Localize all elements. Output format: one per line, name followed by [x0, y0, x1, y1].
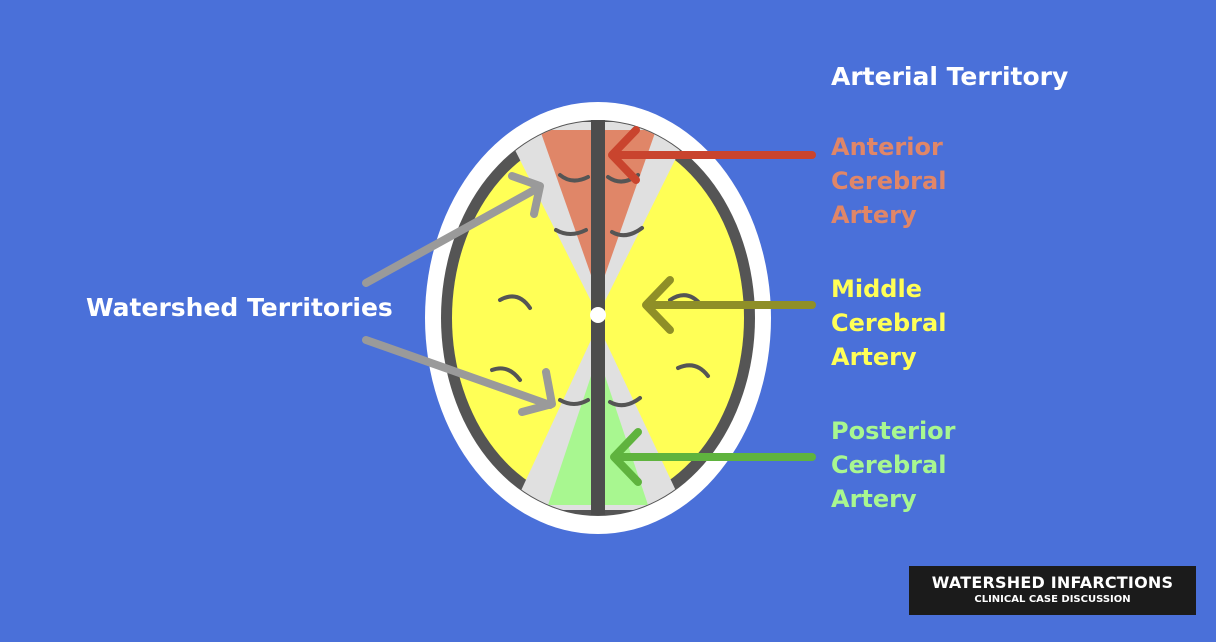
mca-label-line: Artery — [831, 343, 917, 371]
middle-cerebral-artery-label: Middle Cerebral Artery — [831, 272, 946, 374]
pca-arrow — [610, 428, 816, 486]
title-badge: WATERSHED INFARCTIONS CLINICAL CASE DISC… — [909, 566, 1196, 615]
watershed-arrow-lower — [362, 336, 556, 416]
aca-label-line: Artery — [831, 201, 917, 229]
mca-label-line: Middle — [831, 275, 922, 303]
pca-label-line: Posterior — [831, 417, 956, 445]
posterior-cerebral-artery-label: Posterior Cerebral Artery — [831, 414, 956, 516]
anterior-cerebral-artery-label: Anterior Cerebral Artery — [831, 130, 946, 232]
watershed-arrow-upper — [362, 172, 544, 287]
mca-label-line: Cerebral — [831, 309, 947, 337]
aca-label-line: Anterior — [831, 133, 943, 161]
aca-label-line: Cerebral — [831, 167, 947, 195]
badge-title: WATERSHED INFARCTIONS — [931, 573, 1174, 592]
badge-subtitle: CLINICAL CASE DISCUSSION — [974, 594, 1131, 605]
aca-arrow — [608, 126, 816, 184]
pca-label-line: Artery — [831, 485, 917, 513]
pca-label-line: Cerebral — [831, 451, 947, 479]
watershed-territories-label: Watershed Territories — [86, 293, 393, 322]
midline-fissure — [590, 120, 606, 515]
mca-arrow — [642, 276, 816, 334]
arterial-territory-heading: Arterial Territory — [831, 62, 1069, 91]
